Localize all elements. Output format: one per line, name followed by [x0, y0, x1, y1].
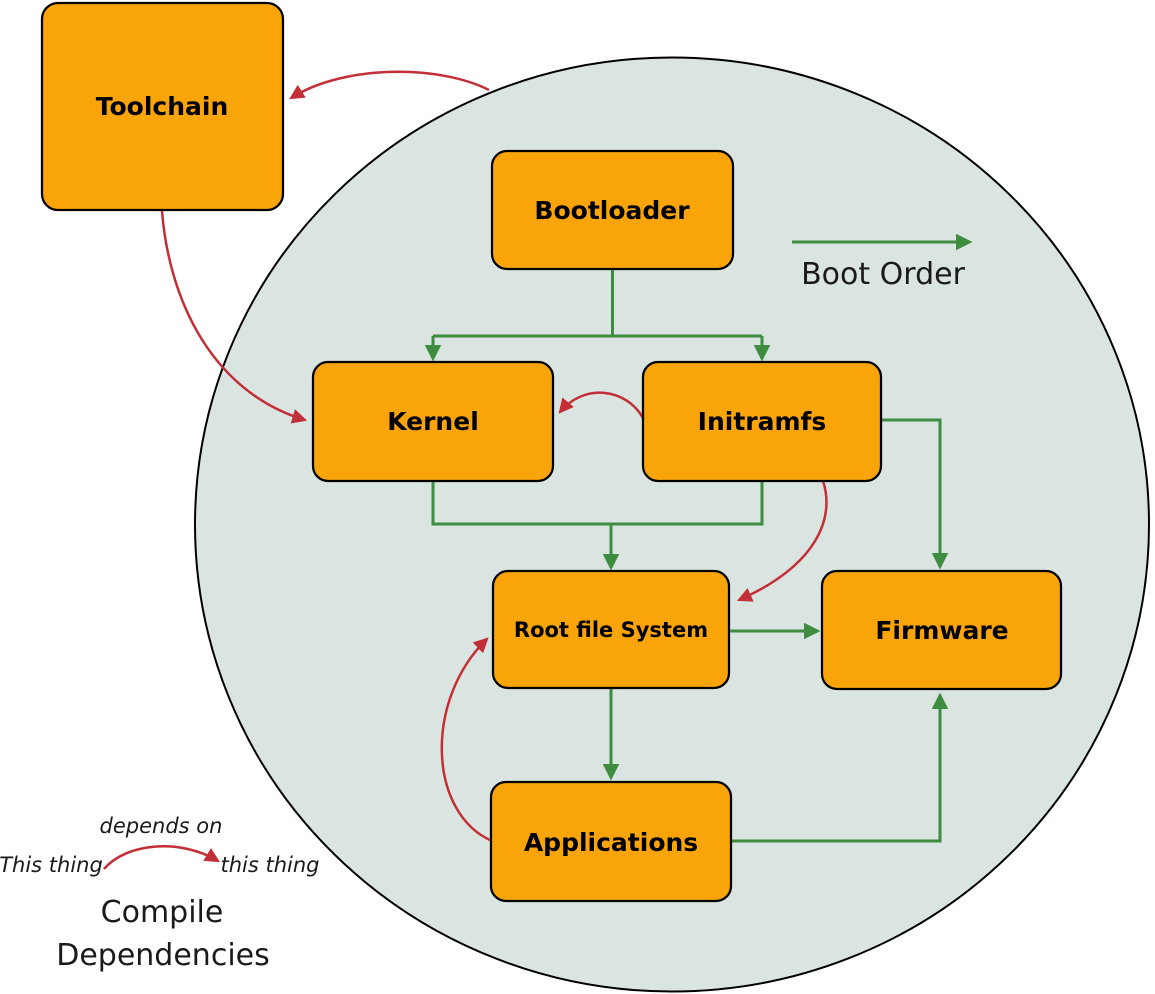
- legend-depends-on-label: depends on: [100, 814, 223, 838]
- nodes: Toolchain Bootloader Kernel Initramfs Ro…: [40, 1, 1063, 903]
- dependency-edges: [103, 70, 828, 870]
- dep-applications-rootfs: [440, 637, 493, 843]
- legend-caption-line1: Compile: [101, 895, 224, 930]
- node-rootfs: [491, 569, 731, 690]
- dep-initramfs-rootfs: [736, 480, 828, 602]
- node-bootloader-label: Bootloader: [534, 196, 690, 225]
- node-initramfs-label: Initramfs: [698, 407, 827, 436]
- dep-toolchain-kernel: [160, 210, 308, 424]
- node-initramfs: [641, 360, 883, 483]
- legend-dependency-arrow: [103, 845, 220, 870]
- node-firmware: [820, 569, 1063, 691]
- edge-initramfs-firmware: [880, 418, 949, 570]
- legend-target-label: this thing: [220, 853, 319, 877]
- node-kernel: [311, 360, 555, 483]
- node-toolchain: [40, 1, 285, 212]
- edge-kernel-initramfs-merge: [431, 481, 764, 526]
- dep-circle-toolchain: [289, 70, 490, 100]
- node-bootloader: [490, 149, 735, 271]
- legend-caption-line2: Dependencies: [56, 938, 270, 973]
- node-rootfs-label: Root file System: [514, 618, 708, 642]
- boot-order-edges: [424, 233, 973, 843]
- node-applications: [489, 780, 733, 903]
- node-firmware-label: Firmware: [875, 616, 1008, 645]
- legend-source-label: This thing: [0, 853, 103, 877]
- boot-order-label: Boot Order: [801, 257, 966, 292]
- edge-bootloader-split: [433, 269, 762, 338]
- node-kernel-label: Kernel: [387, 407, 479, 436]
- node-toolchain-label: Toolchain: [96, 92, 229, 121]
- edge-applications-firmware: [730, 692, 949, 843]
- legend: depends on This thing this thing Compile…: [0, 814, 320, 973]
- dep-initramfs-kernel: [558, 391, 645, 419]
- node-applications-label: Applications: [524, 828, 698, 857]
